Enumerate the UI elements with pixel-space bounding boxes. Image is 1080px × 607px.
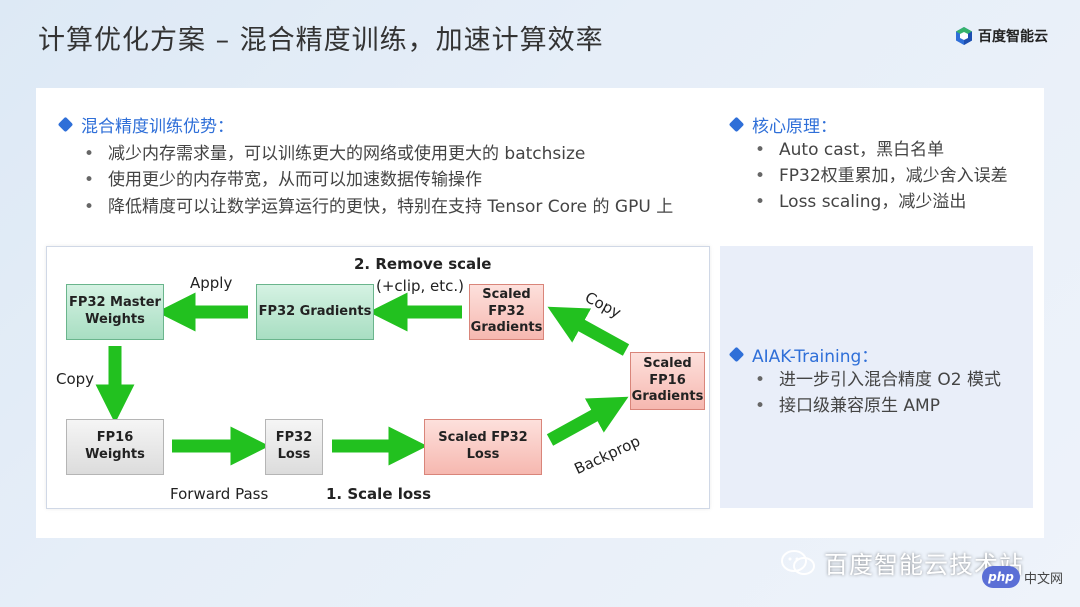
label-apply: Apply xyxy=(190,274,233,292)
aiak-list: 进一步引入混合精度 O2 模式 接口级兼容原生 AMP xyxy=(751,367,1001,419)
aiak-title: AIAK-Training： xyxy=(752,347,879,367)
list-item: Auto cast，黑白名单 xyxy=(751,137,1008,163)
logo-text: 百度智能云 xyxy=(978,29,1048,45)
list-item: 减少内存需求量，可以训练更大的网络或使用更大的 batchsize xyxy=(80,141,673,168)
principles-title: 核心原理： xyxy=(752,117,837,137)
label-copy-left: Copy xyxy=(56,370,95,388)
list-item: Loss scaling，减少溢出 xyxy=(751,189,1008,215)
php-badge: php xyxy=(982,566,1020,588)
aiak-header: AIAK-Training： xyxy=(728,342,879,367)
diamond-bullet-icon xyxy=(57,116,74,133)
list-item: 接口级兼容原生 AMP xyxy=(751,393,1001,419)
principles-header: 核心原理： xyxy=(728,112,837,137)
list-item: 进一步引入混合精度 O2 模式 xyxy=(751,367,1001,393)
label-clip: (+clip, etc.) xyxy=(376,277,465,295)
principles-list: Auto cast，黑白名单 FP32权重累加，减少舍入误差 Loss scal… xyxy=(751,137,1008,215)
brand-logo: 百度智能云 xyxy=(954,26,1048,46)
wechat-icon xyxy=(781,549,815,575)
node-scaled-fp16-gradients: Scaled FP16 Gradients xyxy=(630,352,705,410)
cube-logo-icon xyxy=(956,27,972,45)
site-label: 中文网 xyxy=(1024,572,1064,587)
page-title: 计算优化方案 – 混合精度训练，加速计算效率 xyxy=(38,25,604,56)
node-scaled-fp32-gradients: Scaled FP32 Gradients xyxy=(469,284,544,340)
node-fp16-weights: FP16 Weights xyxy=(66,419,164,475)
advantages-header: 混合精度训练优势： xyxy=(57,112,234,137)
label-remove-scale: 2. Remove scale xyxy=(354,255,492,273)
list-item: FP32权重累加，减少舍入误差 xyxy=(751,163,1008,189)
list-item: 使用更少的内存带宽，从而可以加速数据传输操作 xyxy=(80,167,673,194)
diamond-bullet-icon xyxy=(728,116,745,133)
node-fp32-gradients: FP32 Gradients xyxy=(256,284,374,340)
diamond-bullet-icon xyxy=(728,346,745,363)
list-item: 降低精度可以让数学运算运行的更快，特别在支持 Tensor Core 的 GPU… xyxy=(80,194,673,221)
label-scale-loss: 1. Scale loss xyxy=(326,485,432,503)
label-forward-pass: Forward Pass xyxy=(170,485,269,503)
node-scaled-fp32-loss: Scaled FP32 Loss xyxy=(424,419,542,475)
advantages-title: 混合精度训练优势： xyxy=(81,117,234,137)
node-fp32-loss: FP32 Loss xyxy=(265,419,323,475)
node-fp32-master-weights: FP32 Master Weights xyxy=(66,284,164,340)
advantages-list: 减少内存需求量，可以训练更大的网络或使用更大的 batchsize 使用更少的内… xyxy=(80,141,673,220)
